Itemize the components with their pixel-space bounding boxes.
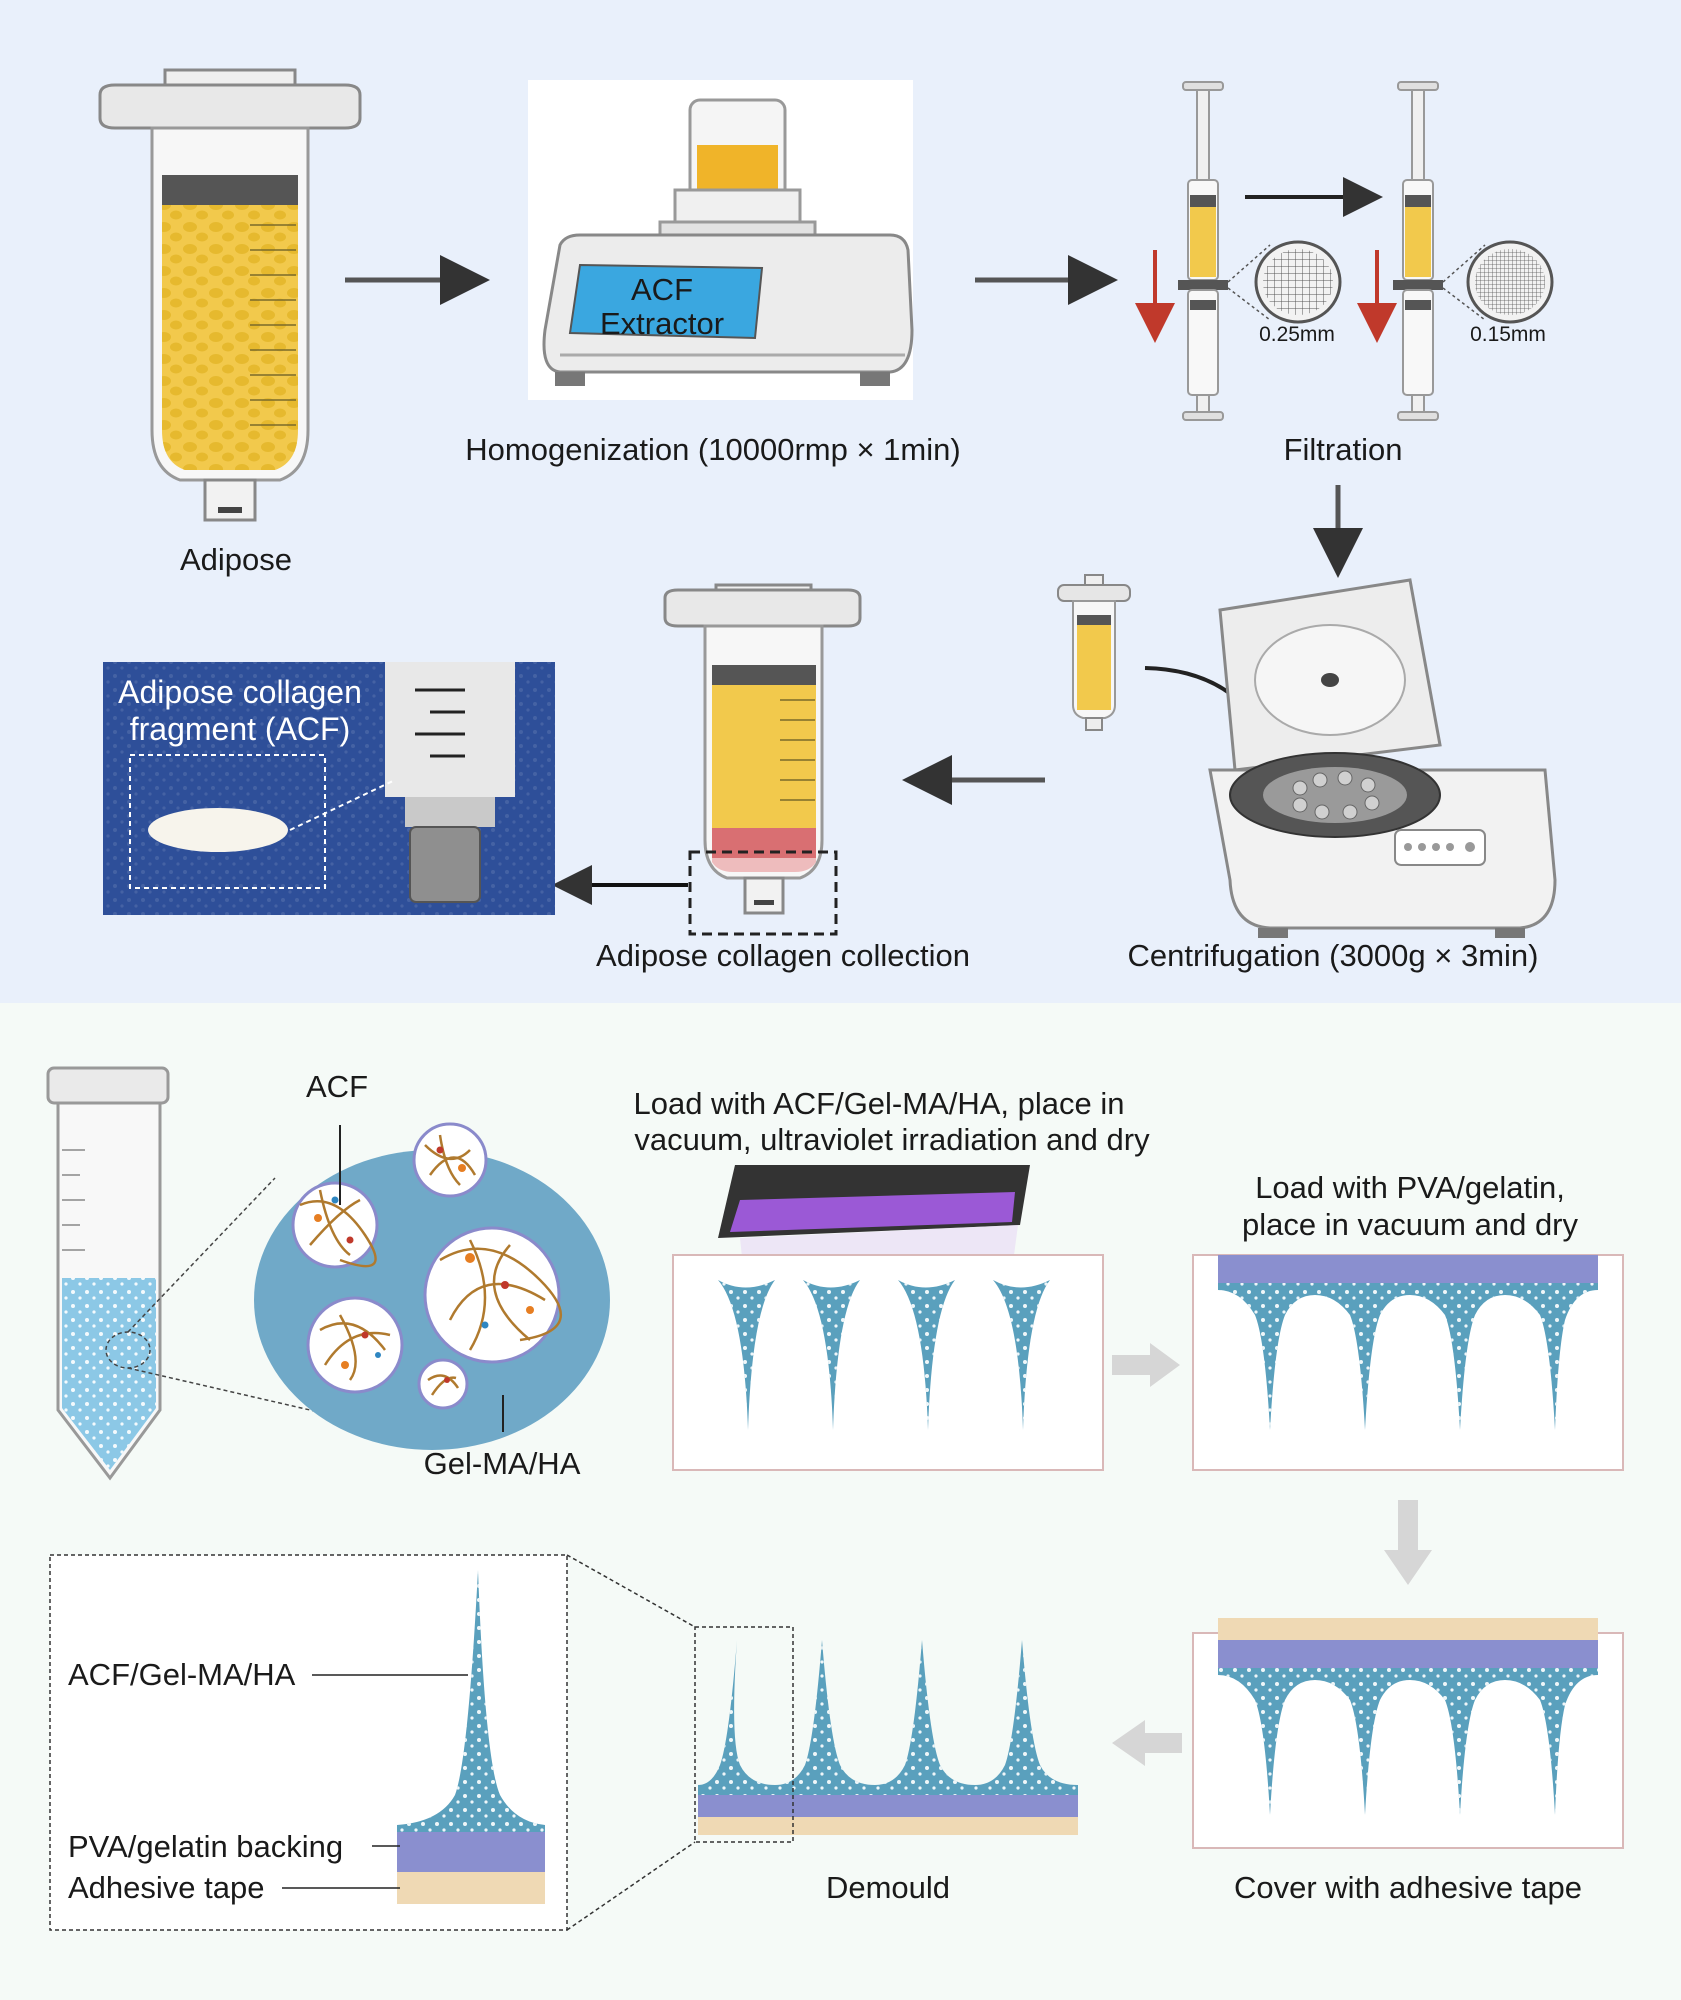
mold-step2 [1192, 1254, 1624, 1471]
step4-label: Demould [826, 1870, 950, 1905]
step1-line1: Load with ACF/Gel-MA/HA, place in [633, 1086, 1124, 1121]
acf-gel-magnified-icon [254, 1122, 610, 1450]
acf-photo [103, 662, 555, 915]
extractor-screen-line1: ACF [631, 272, 693, 307]
small-syringe-icon [1057, 574, 1131, 731]
gel-label: Gel-MA/HA [424, 1446, 581, 1481]
mesh-coarse-label: 0.25mm [1259, 323, 1335, 346]
conical-tube-icon [46, 1066, 376, 1481]
gray-arrow-right [1112, 1343, 1180, 1387]
step3-label: Cover with adhesive tape [1234, 1870, 1582, 1905]
homogenizer-icon [528, 80, 914, 400]
gray-arrow-left [1112, 1720, 1182, 1766]
mold-step1 [672, 1254, 1104, 1471]
mesh-coarse-icon [1227, 240, 1342, 324]
detail-tape-label: Adhesive tape [68, 1870, 264, 1905]
mesh-fine-label: 0.15mm [1470, 323, 1546, 346]
step2-line1: Load with PVA/gelatin, [1255, 1170, 1565, 1205]
extractor-screen-line2: Extractor [600, 306, 724, 341]
adipose-syringe-icon [98, 68, 362, 522]
homogenization-label: Homogenization (10000rmp × 1min) [465, 432, 960, 467]
adipose-label: Adipose [180, 542, 292, 577]
filtration-label: Filtration [1284, 432, 1403, 467]
mesh-fine-icon [1442, 240, 1554, 324]
demoulded-patch [694, 1626, 1078, 1843]
collection-label: Adipose collagen collection [596, 938, 970, 973]
step2-line2: place in vacuum and dry [1242, 1207, 1579, 1242]
step1-line2: vacuum, ultraviolet irradiation and dry [634, 1122, 1150, 1157]
centrifugation-label: Centrifugation (3000g × 3min) [1128, 938, 1539, 973]
filtration-syringe-pair-2-icon [1393, 81, 1443, 421]
detail-tip-label: ACF/Gel-MA/HA [68, 1657, 296, 1692]
mold-step3 [1192, 1618, 1624, 1849]
gray-arrow-down [1384, 1500, 1432, 1585]
filtration-syringe-pair-1-icon [1178, 81, 1228, 421]
detail-backing-label: PVA/gelatin backing [68, 1829, 343, 1864]
acf-photo-title-line1: Adipose collagen [118, 674, 362, 710]
acf-photo-title-line2: fragment (ACF) [130, 711, 350, 747]
centrifuge-icon [1208, 578, 1557, 938]
collection-syringe-icon [663, 583, 862, 936]
needle-detail-inset [49, 1554, 696, 1931]
acf-label: ACF [306, 1069, 368, 1104]
